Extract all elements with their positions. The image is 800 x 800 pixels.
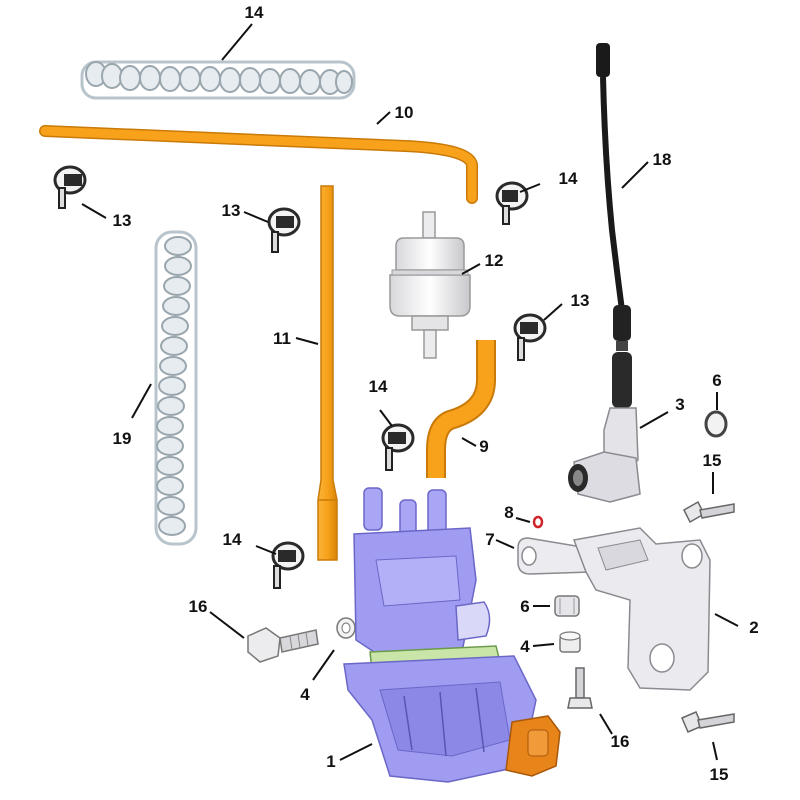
- part-13-clamp-b: [267, 207, 301, 253]
- part-13-clamp-c: [513, 313, 547, 361]
- callout-1: 1: [326, 752, 335, 771]
- part-12-filter: [389, 211, 471, 359]
- callout-3: 3: [675, 395, 684, 414]
- callout-5: 6: [520, 597, 529, 616]
- part-16-bolt-a: [247, 627, 319, 663]
- callout-16-a: 16: [189, 597, 208, 616]
- callout-12: 12: [485, 251, 504, 270]
- part-17-cable: [596, 43, 631, 351]
- callout-8: 8: [504, 503, 513, 522]
- part-15-bolt-a: [683, 500, 735, 524]
- callout-14-c: 14: [223, 530, 242, 549]
- part-13-clamp-a: [53, 165, 87, 209]
- part-14-clamp-a: [495, 181, 529, 225]
- part-4-spacer-b: [336, 617, 356, 639]
- part-7-bracket-arm: [517, 537, 591, 575]
- part-1-pump: [343, 487, 561, 783]
- part-19-spring: [154, 230, 198, 546]
- callout-2: 2: [749, 618, 758, 637]
- part-9-hose: [426, 340, 496, 478]
- callout-15-b: 15: [710, 765, 729, 784]
- part-5-bushing: [554, 595, 580, 617]
- callout-13-b: 13: [222, 201, 241, 220]
- callout-14-a: 14: [559, 169, 578, 188]
- callout-4-a: 4: [520, 637, 530, 656]
- callout-9: 9: [479, 437, 488, 456]
- callout-10: 10: [395, 103, 414, 122]
- callout-13-a: 13: [113, 211, 132, 230]
- callout-4-b: 4: [300, 685, 310, 704]
- part-10-hose: [39, 125, 478, 204]
- part-8-oring: [532, 515, 544, 529]
- callout-15-a: 15: [703, 451, 722, 470]
- part-14-clamp-b: [381, 423, 415, 471]
- part-14-clamp-c: [271, 541, 305, 589]
- callout-16-b: 16: [611, 732, 630, 751]
- part-18-spring: [80, 60, 356, 100]
- callout-labels: 14 10 18 14 13 13 12 13 11 14 9 3 6 19 1…: [113, 3, 759, 784]
- callout-19: 19: [113, 429, 132, 448]
- leader-lines: [81, 23, 739, 761]
- part-16-bolt-b: [567, 667, 593, 709]
- part-3-valve: [568, 352, 641, 503]
- callout-17: 18: [653, 150, 672, 169]
- part-11-hose: [317, 185, 338, 561]
- part-4-spacer-a: [559, 631, 581, 653]
- callout-6: 6: [712, 371, 721, 390]
- callout-7: 7: [485, 530, 494, 549]
- part-2-bracket: [572, 527, 711, 691]
- part-6-washer: [704, 410, 728, 438]
- part-15-bolt-b: [681, 711, 735, 733]
- callout-11: 11: [273, 329, 291, 348]
- callout-18: 14: [245, 3, 264, 22]
- callout-13-c: 13: [571, 291, 590, 310]
- callout-14-b: 14: [369, 377, 388, 396]
